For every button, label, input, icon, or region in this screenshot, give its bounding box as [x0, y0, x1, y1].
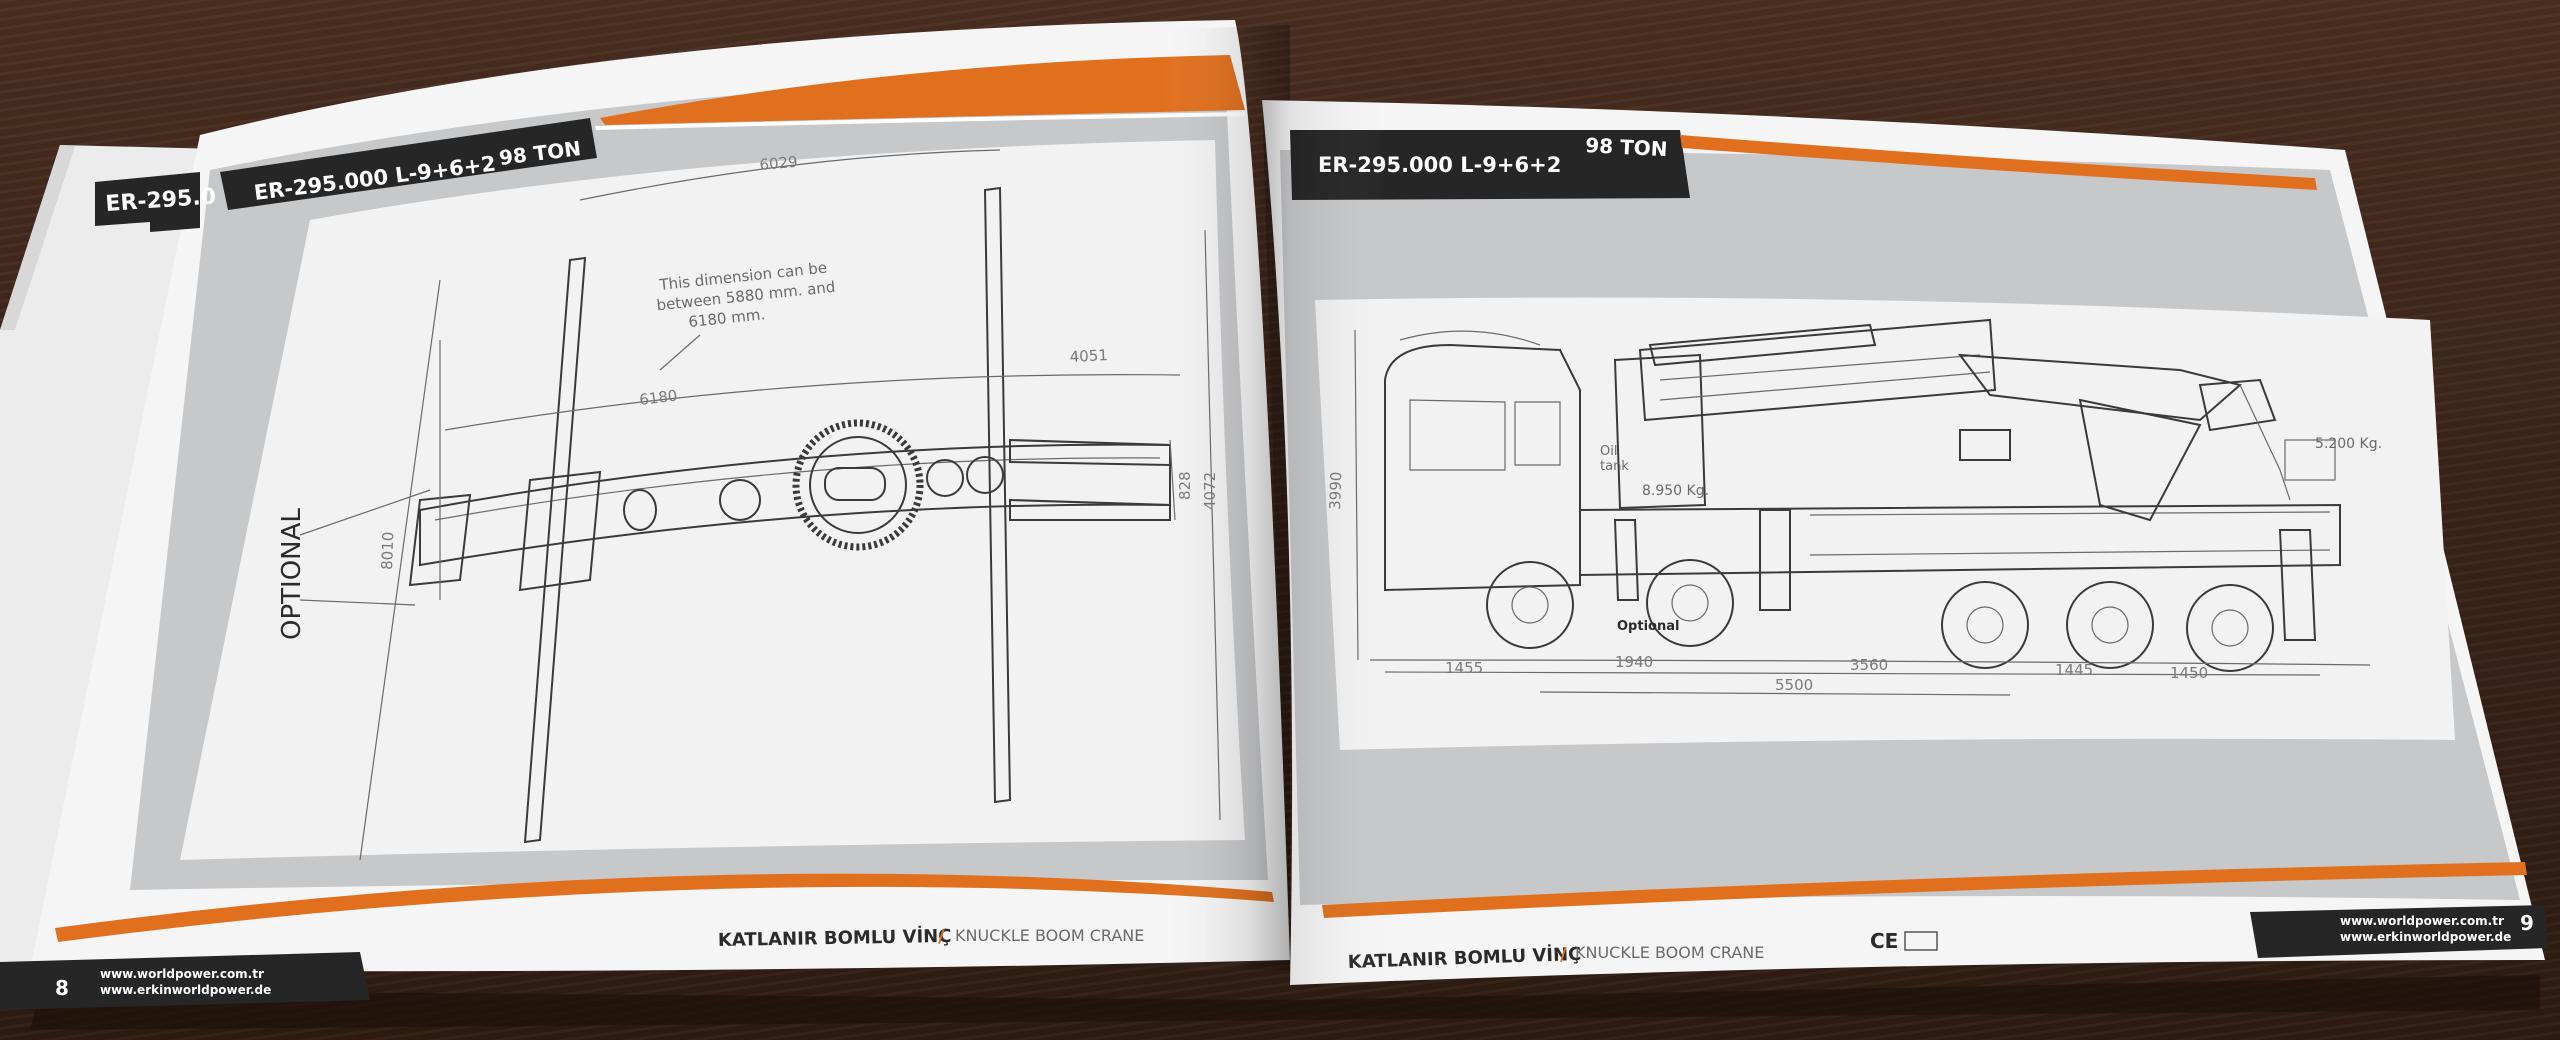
left-web1: www.worldpower.com.tr: [100, 967, 264, 981]
left-page-number: 8: [55, 976, 69, 1000]
left-footer-sep: /: [938, 926, 945, 947]
right-web1: www.worldpower.com.tr: [2340, 914, 2504, 928]
left-optional-label: OPTIONAL: [277, 508, 307, 640]
dim-total: 5500: [1775, 676, 1813, 694]
left-footer-bar: [0, 952, 370, 1010]
wheel-3: [1941, 581, 2029, 669]
right-web2: www.erkinworldpower.de: [2340, 930, 2511, 944]
wheel-4: [2066, 581, 2154, 669]
left-top-stripe: [600, 55, 1245, 125]
left-footer-subtitle: KNUCKLE BOOM CRANE: [955, 926, 1144, 945]
wheel-2: [1646, 559, 1734, 647]
left-bottom-stripe: [55, 873, 1274, 942]
left-page: ER-295.0 ER-295.000 L-9+6+2 98 TON: [0, 20, 1290, 1010]
ce-box: [1904, 931, 1938, 951]
dim-bottom-4: 1445: [2055, 661, 2093, 679]
dim-bottom-5: 1450: [2170, 664, 2208, 682]
right-top-stripe: [1680, 135, 2317, 190]
right-bottom-stripe: [1322, 862, 2527, 918]
oil-tank-label: Oil tank: [1600, 444, 1629, 474]
right-page: ER-295.000 L-9+6+2 98 TON: [1260, 100, 2548, 985]
dim-bottom-2: 1940: [1615, 653, 1653, 671]
left-web2: www.erkinworldpower.de: [100, 983, 271, 997]
left-drawing-area: [180, 140, 1245, 860]
ce-mark: CE: [1870, 929, 1898, 953]
right-header-capacity: 98 TON: [1585, 133, 1668, 161]
load-label-1: 8.950 Kg.: [1642, 483, 1709, 499]
load-label-2: 5.200 Kg.: [2315, 436, 2382, 452]
dim-span: 6180: [638, 386, 678, 409]
right-footer-sep: /: [1560, 944, 1567, 965]
dim-bottom-3: 3560: [1850, 656, 1888, 674]
optional-note: Optional: [1617, 619, 1679, 634]
left-footer-title: KATLANIR BOMLU VİNÇ: [718, 925, 952, 951]
dim-right: 4051: [1069, 346, 1108, 366]
right-page-number: 9: [2520, 911, 2534, 935]
right-footer-subtitle: KNUCKLE BOOM CRANE: [1575, 943, 1764, 962]
dim-top: 6029: [759, 153, 799, 174]
wheel-5: [2186, 584, 2274, 672]
right-footer-bar: [2250, 905, 2548, 958]
left-header-bar: [220, 118, 597, 210]
wheel-1: [1486, 561, 1574, 649]
right-header-bar: [1290, 130, 1690, 200]
right-drawing-area: [1315, 297, 2455, 750]
dim-side-left: 8010: [378, 531, 397, 570]
dim-bottom-1: 1455: [1445, 659, 1483, 677]
left-back-header: [95, 172, 200, 232]
